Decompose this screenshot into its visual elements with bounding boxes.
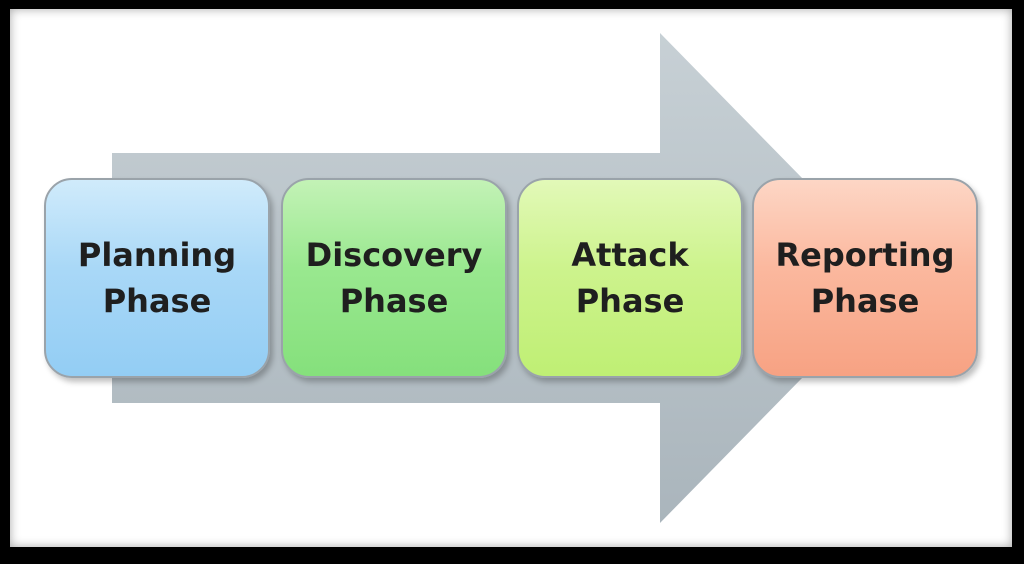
phase-subtitle: Phase [339, 282, 449, 320]
phase-subtitle: Phase [575, 282, 685, 320]
phase-title: Attack [571, 236, 689, 274]
phase-title: Reporting [775, 236, 955, 274]
phase-title: Planning [77, 236, 237, 274]
phase-box-reporting: Reporting Phase [752, 178, 978, 378]
phase-box-planning: Planning Phase [44, 178, 270, 378]
phase-box-discovery: Discovery Phase [281, 178, 507, 378]
phase-subtitle: Phase [810, 282, 920, 320]
phase-subtitle: Phase [102, 282, 212, 320]
phase-box-attack: Attack Phase [517, 178, 743, 378]
phase-title: Discovery [305, 236, 483, 274]
